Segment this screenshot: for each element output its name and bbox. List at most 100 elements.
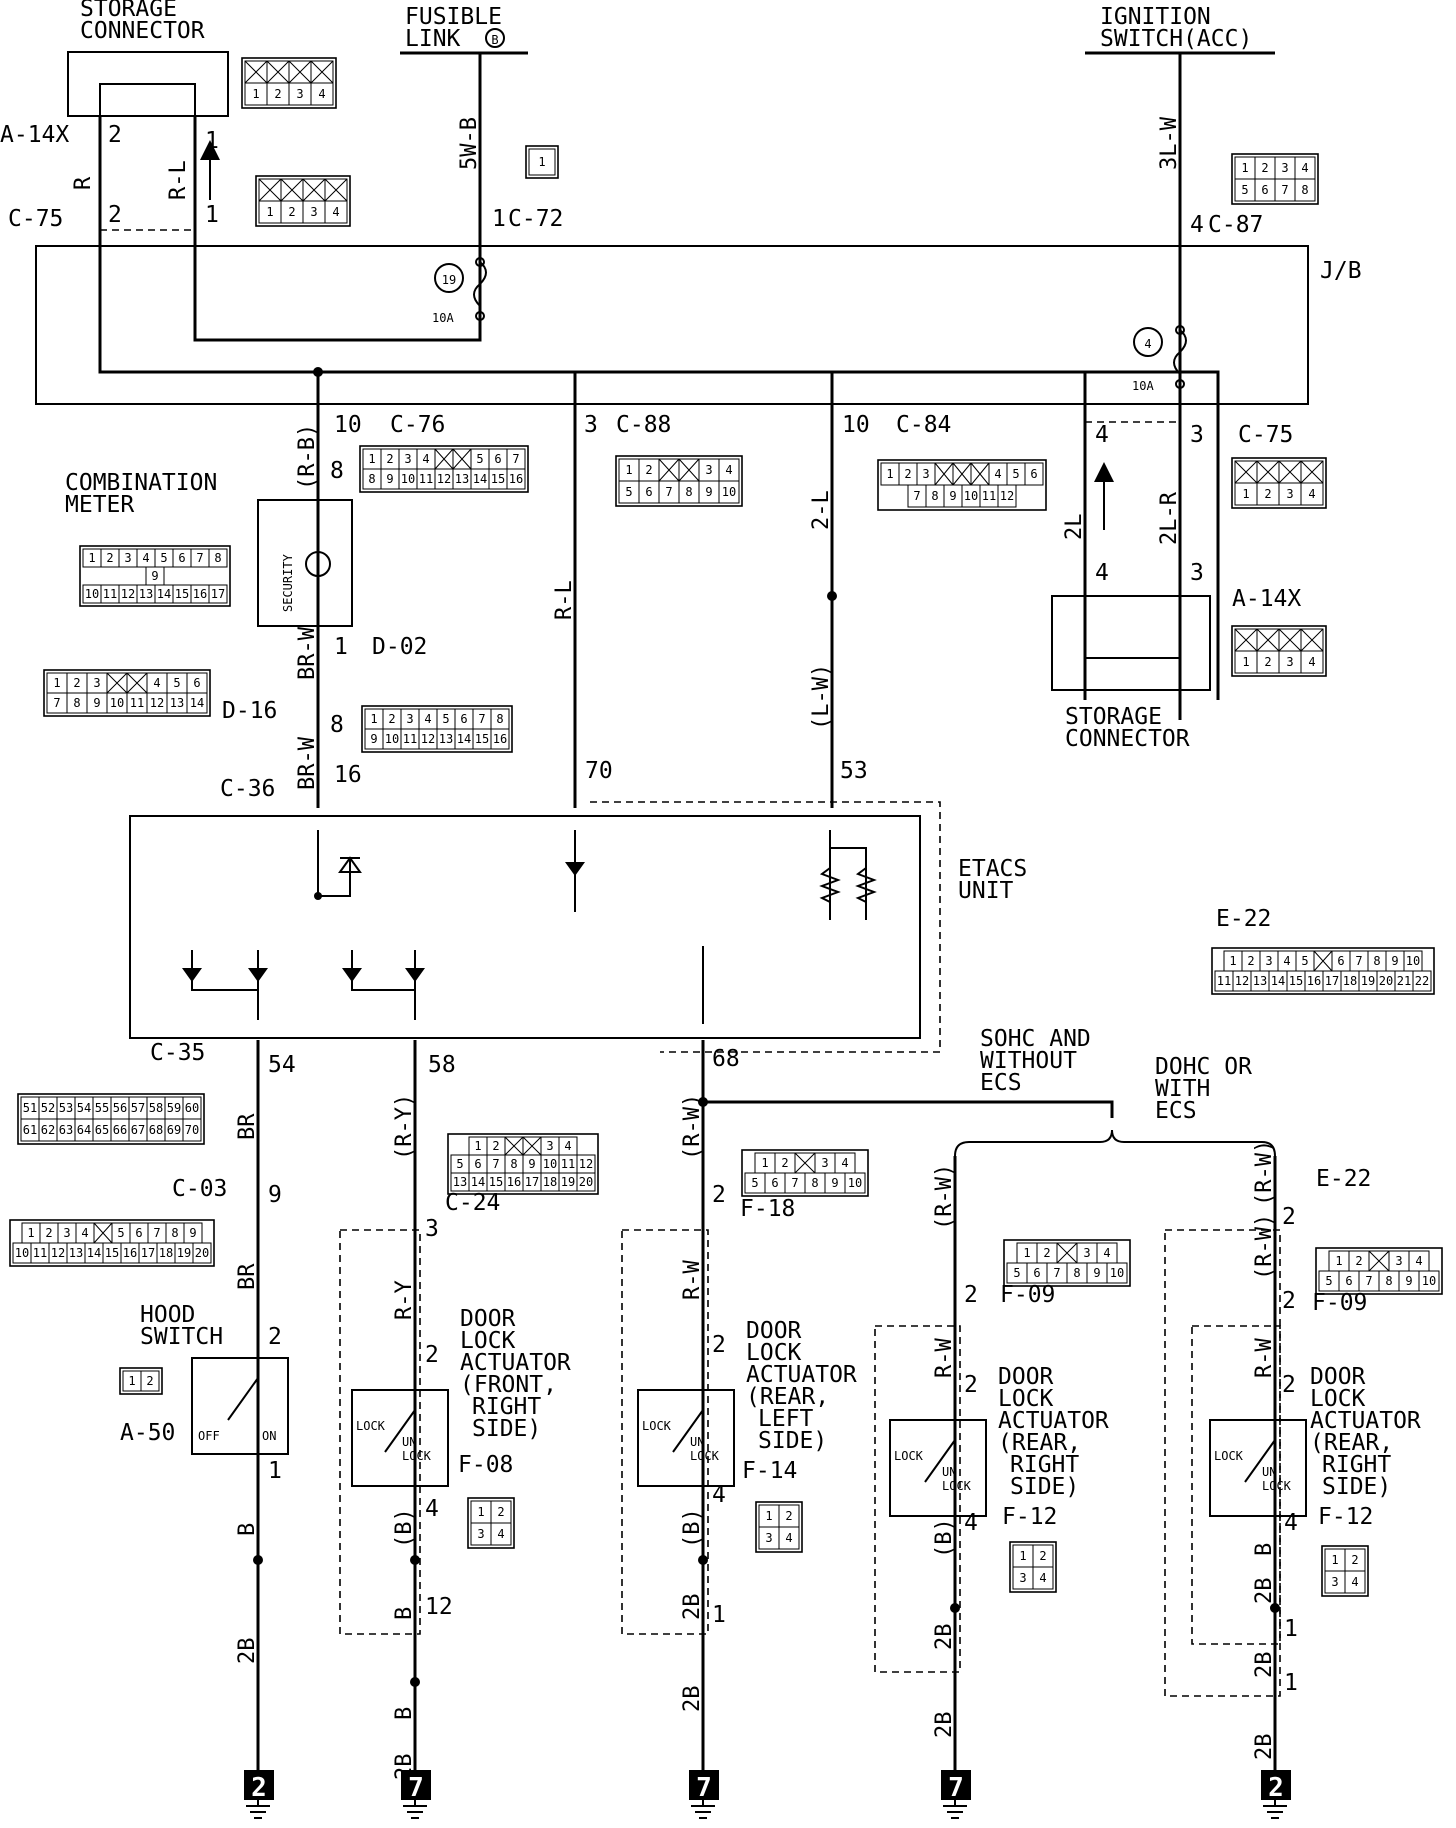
svg-text:6: 6	[1261, 183, 1268, 197]
svg-text:3: 3	[765, 1531, 772, 1545]
fusible-link-label-2: LINK	[405, 26, 461, 52]
svg-text:2: 2	[106, 551, 113, 565]
svg-text:B: B	[1252, 1543, 1277, 1556]
svg-text:6: 6	[135, 1226, 142, 1240]
svg-text:4: 4	[1283, 954, 1290, 968]
svg-text:(R-Y): (R-Y)	[392, 1094, 417, 1160]
svg-text:(R-W): (R-W)	[1252, 1214, 1277, 1280]
svg-text:2B: 2B	[680, 1594, 705, 1621]
svg-text:(REAR,: (REAR,	[1310, 1430, 1393, 1456]
svg-text:C-36: C-36	[220, 776, 275, 802]
svg-text:10: 10	[1110, 1266, 1124, 1280]
hood-switch-on: ON	[262, 1429, 276, 1443]
svg-text:3: 3	[477, 1527, 484, 1541]
svg-text:62: 62	[41, 1123, 55, 1137]
svg-text:16: 16	[123, 1246, 137, 1260]
svg-text:2: 2	[1282, 1204, 1296, 1230]
svg-text:(R-W): (R-W)	[932, 1164, 957, 1230]
svg-text:18: 18	[1343, 974, 1357, 988]
svg-text:F-12: F-12	[1318, 1504, 1373, 1530]
svg-text:2: 2	[492, 1139, 499, 1153]
svg-text:5W-B: 5W-B	[457, 117, 482, 170]
svg-text:14: 14	[471, 1175, 485, 1189]
svg-text:1: 1	[1229, 954, 1236, 968]
svg-text:2: 2	[45, 1226, 52, 1240]
door-lock-rear-right-dohc-label: DOOR LOCK ACTUATOR (REAR, RIGHT SIDE)	[1310, 1364, 1421, 1500]
combination-meter-box	[257, 499, 353, 627]
svg-text:LEFT: LEFT	[758, 1406, 814, 1432]
svg-text:7: 7	[478, 712, 485, 726]
svg-text:63: 63	[59, 1123, 73, 1137]
svg-text:3: 3	[124, 551, 131, 565]
svg-text:2: 2	[1282, 1372, 1296, 1398]
svg-text:(R-W): (R-W)	[680, 1094, 705, 1160]
svg-text:3: 3	[1190, 422, 1204, 448]
svg-text:F-18: F-18	[740, 1196, 795, 1222]
svg-text:19: 19	[177, 1246, 191, 1260]
svg-text:12: 12	[121, 587, 135, 601]
svg-text:12: 12	[1235, 974, 1249, 988]
svg-text:10: 10	[1406, 954, 1420, 968]
svg-text:(B): (B)	[932, 1518, 957, 1558]
svg-text:20: 20	[195, 1246, 209, 1260]
svg-text:C-76: C-76	[390, 412, 445, 438]
svg-text:C-87: C-87	[1208, 212, 1263, 238]
svg-text:(REAR,: (REAR,	[998, 1430, 1081, 1456]
svg-text:R-L: R-L	[166, 160, 191, 200]
svg-text:R-W: R-W	[932, 1338, 957, 1378]
svg-text:10: 10	[15, 1246, 29, 1260]
svg-text:1: 1	[88, 551, 95, 565]
svg-text:9: 9	[189, 1226, 196, 1240]
svg-text:2: 2	[964, 1372, 978, 1398]
svg-text:RIGHT: RIGHT	[472, 1394, 541, 1420]
svg-text:4: 4	[424, 712, 431, 726]
fuse-19-number: 19	[442, 273, 456, 287]
variant-labels: SOHC AND WITHOUT ECS DOHC OR WITH ECS	[980, 1026, 1252, 1124]
svg-text:18: 18	[543, 1175, 557, 1189]
svg-text:R-Y: R-Y	[392, 1280, 417, 1320]
svg-text:4: 4	[318, 87, 325, 101]
door-lock-front-right-label: DOOR LOCK ACTUATOR (FRONT, RIGHT SIDE)	[460, 1306, 571, 1442]
svg-text:R-W: R-W	[1252, 1338, 1277, 1378]
svg-text:13: 13	[455, 472, 469, 486]
door-lock-rear-right-sohc-label: DOOR LOCK ACTUATOR (REAR, RIGHT SIDE)	[998, 1364, 1109, 1500]
svg-text:4: 4	[785, 1531, 792, 1545]
svg-text:1: 1	[538, 155, 545, 169]
svg-text:7: 7	[196, 551, 203, 565]
svg-text:7: 7	[665, 485, 672, 499]
hood-switch-box	[191, 1357, 289, 1455]
svg-text:DOHC OR: DOHC OR	[1155, 1054, 1252, 1080]
svg-text:9: 9	[705, 485, 712, 499]
svg-text:8: 8	[171, 1226, 178, 1240]
svg-text:WITHOUT: WITHOUT	[980, 1048, 1077, 1074]
pin-labels-top: 2 1 2 1 1 4 10 8 3 10 4 3 4 3 1 8 16 70 …	[108, 122, 1204, 788]
svg-text:60: 60	[185, 1101, 199, 1115]
svg-text:3: 3	[296, 87, 303, 101]
ignition-switch-label-2: SWITCH(ACC)	[1100, 26, 1252, 52]
svg-text:B: B	[392, 1707, 417, 1720]
svg-text:8: 8	[1373, 954, 1380, 968]
svg-text:16: 16	[334, 762, 362, 788]
svg-text:14: 14	[1271, 974, 1285, 988]
svg-text:15: 15	[475, 732, 489, 746]
svg-text:C-88: C-88	[616, 412, 671, 438]
storage-connector-top-label-1: STORAGE	[80, 0, 177, 22]
svg-text:6: 6	[645, 485, 652, 499]
svg-text:5: 5	[751, 1176, 758, 1190]
svg-text:2B: 2B	[932, 1712, 957, 1739]
svg-text:6: 6	[474, 1157, 481, 1171]
svg-text:3: 3	[1395, 1254, 1402, 1268]
svg-text:4: 4	[1190, 212, 1204, 238]
svg-text:1: 1	[1241, 161, 1248, 175]
svg-text:16: 16	[507, 1175, 521, 1189]
svg-text:61: 61	[23, 1123, 37, 1137]
svg-text:16: 16	[493, 732, 507, 746]
svg-text:10: 10	[543, 1157, 557, 1171]
svg-text:4: 4	[725, 463, 732, 477]
svg-text:4: 4	[1284, 1510, 1298, 1536]
combination-meter-label-2: METER	[65, 492, 134, 518]
svg-text:3: 3	[1190, 560, 1204, 586]
fuse-4-number: 4	[1144, 337, 1151, 351]
